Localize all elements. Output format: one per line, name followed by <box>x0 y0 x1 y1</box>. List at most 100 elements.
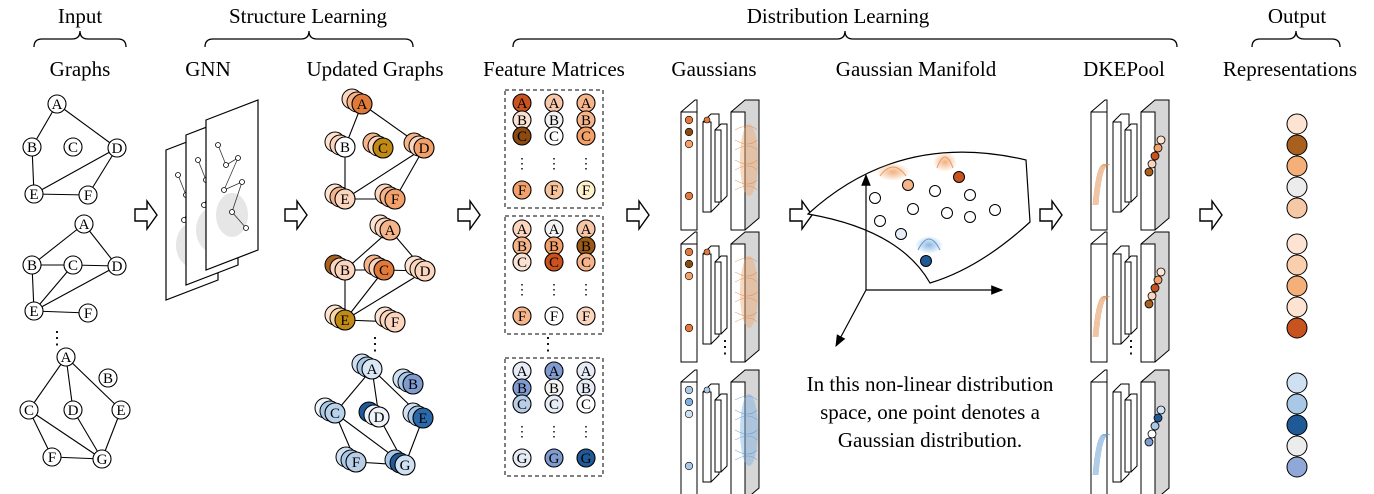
representation-cell <box>1286 233 1308 255</box>
graph-node: G <box>544 448 564 468</box>
stacked-node: F <box>335 446 367 473</box>
graph-node: E <box>111 400 131 420</box>
gnn-sheet <box>205 99 259 271</box>
graph-node: E <box>24 301 44 321</box>
output-representations <box>1286 113 1308 478</box>
graph-node: A <box>544 361 564 381</box>
node-label: F <box>391 315 399 331</box>
node-label: D <box>112 141 123 157</box>
node-label: B <box>517 381 527 397</box>
graph-node: D <box>368 406 390 428</box>
node-label: F <box>84 306 92 322</box>
representation-vector <box>1286 233 1308 339</box>
stacked-node: A <box>351 353 383 380</box>
node-label: B <box>581 239 591 255</box>
graph-node: G <box>512 448 532 468</box>
representation-cell <box>1286 317 1308 339</box>
matrix-ellipsis: ⋮ <box>579 425 593 440</box>
node-label: B <box>549 381 559 397</box>
representation-cell <box>1286 456 1308 478</box>
pool-node <box>1156 405 1166 415</box>
stage-structure-learning-label: Structure Learning <box>228 4 388 28</box>
graph-node: D <box>107 138 127 158</box>
node-label: C <box>517 397 527 413</box>
stacked-node: E <box>324 183 356 210</box>
matrix-ellipsis: ⋮ <box>515 283 529 298</box>
representation-cell <box>1286 197 1308 219</box>
manifold-axis-z <box>835 289 867 348</box>
graph-node: D <box>414 260 436 282</box>
feature-dot <box>684 409 694 419</box>
graph-edge <box>33 147 118 195</box>
feature-dot <box>684 323 694 333</box>
graph-edge <box>65 356 122 411</box>
column-dkepool-label: DKEPool <box>1083 57 1165 81</box>
node-label: A <box>79 217 90 233</box>
caption-line-3: Gaussian distribution. <box>837 428 1023 452</box>
graph-node: A <box>512 219 532 239</box>
node-label: F <box>84 188 92 204</box>
gnn-layers <box>165 99 259 301</box>
flow-arrow <box>1199 198 1223 232</box>
manifold-caption: In this non-linear distribution space, o… <box>770 370 1090 454</box>
node-label: F <box>550 309 558 325</box>
matrix-frame <box>504 89 604 209</box>
stacked-node: B <box>324 254 356 281</box>
graph-node: A <box>361 358 383 380</box>
graph-node: B <box>512 110 532 130</box>
column-gaussian-manifold-label: Gaussian Manifold <box>835 57 997 81</box>
node-label: A <box>549 364 560 380</box>
matrix-ellipsis: ⋮ <box>547 283 561 298</box>
graph-node: F <box>78 185 98 205</box>
graph-node: B <box>22 255 42 275</box>
stacked-node: D <box>403 132 435 159</box>
matrix-ellipsis: ⋮ <box>547 157 561 172</box>
graph-node: B <box>544 378 564 398</box>
node-label: C <box>68 258 78 274</box>
node-label: A <box>367 362 378 378</box>
representation-cell <box>1286 372 1308 394</box>
stacked-node: A <box>369 214 401 241</box>
representation-cell <box>1286 155 1308 177</box>
graph-node: D <box>107 256 127 276</box>
node-label: B <box>581 381 591 397</box>
column-representations-label: Representations <box>1222 57 1358 81</box>
gaussian-manifold <box>806 151 1031 348</box>
feature-dot <box>684 397 694 407</box>
flow-arrow <box>134 198 158 232</box>
graph-node: E <box>412 407 434 429</box>
stacked-node: B <box>392 368 424 395</box>
manifold-point <box>902 179 914 191</box>
brace-structure-learning <box>204 30 414 48</box>
node-label: G <box>97 452 108 468</box>
graph-node: C <box>576 394 596 414</box>
node-label: F <box>582 309 590 325</box>
input-graph: A B C D E F <box>22 214 127 323</box>
column-feature-matrices-label: Feature Matrices <box>483 57 625 81</box>
node-label: A <box>385 223 396 239</box>
node-label: B <box>581 113 591 129</box>
graph-node: B <box>512 378 532 398</box>
node-label: F <box>391 192 399 208</box>
stacked-node: A <box>341 88 373 115</box>
graph-edge <box>344 147 425 200</box>
feature-dot <box>684 139 694 149</box>
node-label: E <box>116 403 125 419</box>
vertical-ellipsis: ⋮ <box>366 334 384 354</box>
node-label: C <box>517 255 527 271</box>
node-label: B <box>408 377 418 393</box>
representation-cell <box>1286 414 1308 436</box>
dkepool-blocks <box>1090 99 1170 494</box>
representation-cell <box>1286 254 1308 276</box>
vertical-ellipsis: ⋮ <box>716 337 734 357</box>
representation-cell <box>1286 275 1308 297</box>
column-graphs-label: Graphs <box>49 57 111 81</box>
graph-node: G <box>394 454 416 476</box>
graph-node: F <box>512 306 532 326</box>
node-label: G <box>400 458 411 474</box>
